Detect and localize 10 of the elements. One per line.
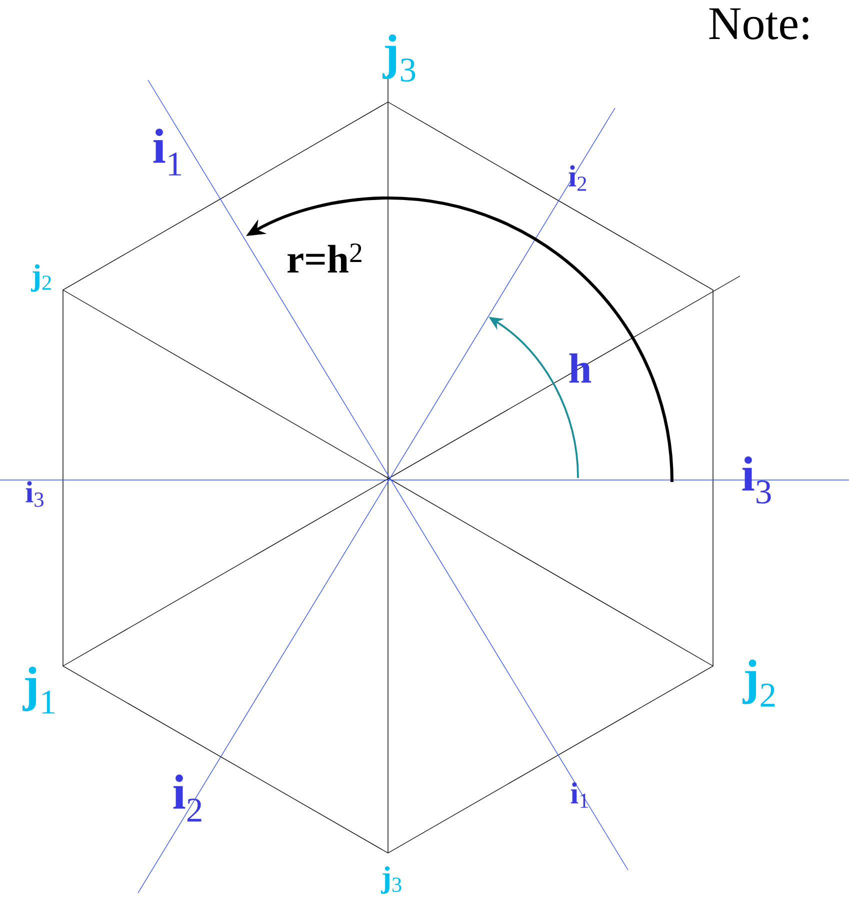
axis-label: j$_{3}$	[382, 34, 416, 82]
axis-label: j$_{3}$	[381, 866, 402, 894]
axis-label: i$_{3}$	[26, 481, 44, 507]
axis-label: j$_{1}$	[22, 666, 54, 714]
axis-label: i$_{2}$	[173, 774, 202, 822]
axis-label: j$_{2}$	[31, 264, 51, 292]
axis-label: i$_{1}$	[153, 128, 182, 176]
note-label: Note:	[709, 8, 808, 40]
angle-label: r=h$^{2}$	[288, 243, 362, 273]
axis-label: j$_{2}$	[742, 660, 775, 706]
